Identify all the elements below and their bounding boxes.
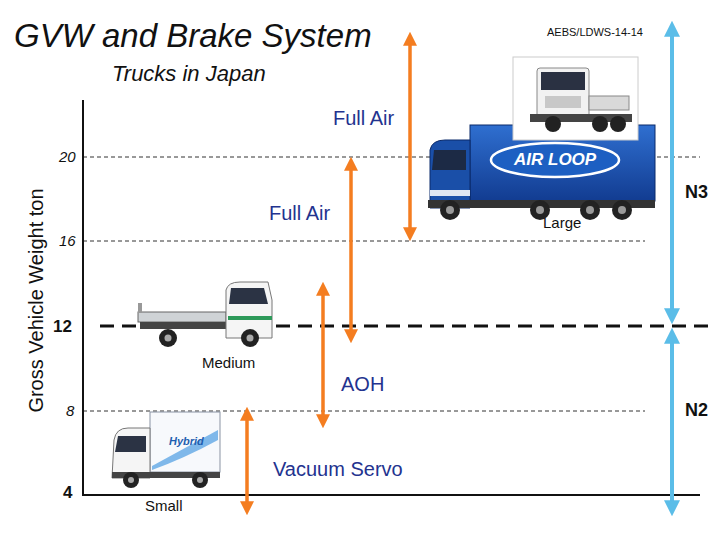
small-truck <box>112 412 220 488</box>
brake-label: Full Air <box>269 202 330 225</box>
slide-code: AEBS/LDWS-14-14 <box>547 26 643 39</box>
medium-truck <box>138 282 272 347</box>
brake-label: AOH <box>341 373 384 396</box>
tick-label: 16 <box>59 232 76 249</box>
grid-line <box>83 411 645 412</box>
range-arrow <box>408 38 412 235</box>
axis-title: Gross Vehicle Weight ton <box>25 188 48 412</box>
tick-label: 8 <box>66 402 74 419</box>
range-arrow <box>349 163 353 337</box>
tick-label: 12 <box>53 317 72 337</box>
subtitle: Trucks in Japan <box>112 61 266 86</box>
brake-label: Vacuum Servo <box>273 458 403 481</box>
y-axis <box>82 100 84 496</box>
truck-class: Small <box>145 497 183 514</box>
category-label: N2 <box>685 400 708 421</box>
category-label: N3 <box>685 182 708 203</box>
range-arrow <box>245 413 249 509</box>
grid-line <box>83 241 645 242</box>
range-arrow <box>321 288 325 422</box>
base-line <box>83 494 700 496</box>
tractor-photo <box>513 57 638 140</box>
category-arrow <box>670 335 674 509</box>
truck-class: Large <box>543 214 581 231</box>
tick-label: 20 <box>59 148 76 165</box>
truck-logo: Hybrid <box>169 435 204 448</box>
category-arrow <box>670 28 674 317</box>
slide-title: GVW and Brake System <box>14 17 372 55</box>
tick-label: 4 <box>63 483 72 503</box>
truck-logo: AIR LOOP <box>514 150 596 170</box>
truck-class: Medium <box>202 354 255 371</box>
brake-label: Full Air <box>333 107 394 130</box>
